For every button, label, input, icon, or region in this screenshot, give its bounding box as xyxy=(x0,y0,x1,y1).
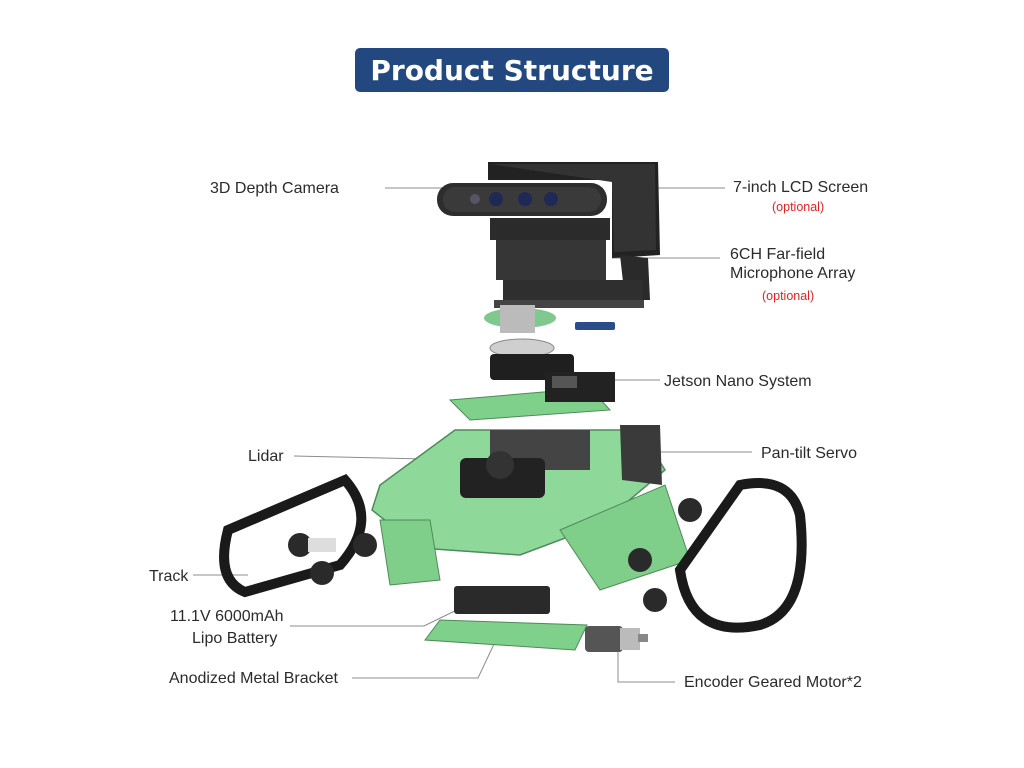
label-lcd-optional: (optional) xyxy=(772,200,825,214)
label-pan-tilt: Pan-tilt Servo xyxy=(761,445,858,462)
battery xyxy=(454,586,550,614)
label-jetson: Jetson Nano System xyxy=(664,373,812,390)
label-battery-line2: Lipo Battery xyxy=(192,630,278,647)
label-battery-line1: 11.1V 6000mAh xyxy=(170,608,284,625)
left-track xyxy=(219,473,367,598)
jetson-board xyxy=(448,372,615,421)
leader-battery xyxy=(290,605,466,627)
left-wheels xyxy=(288,533,377,585)
right-wheels xyxy=(628,498,702,612)
leader-bracket xyxy=(352,641,496,679)
label-track: Track xyxy=(149,568,189,585)
label-lidar: Lidar xyxy=(248,448,284,465)
geared-motor xyxy=(585,626,648,652)
label-bracket: Anodized Metal Bracket xyxy=(169,670,338,687)
page-title: Product Structure xyxy=(355,48,669,92)
right-track xyxy=(674,478,807,633)
leader-motor xyxy=(617,650,675,683)
label-depth-camera: 3D Depth Camera xyxy=(210,180,339,197)
metal-bracket xyxy=(424,619,588,651)
mic-board xyxy=(484,305,615,333)
microphone-mount xyxy=(490,218,644,308)
depth-camera xyxy=(437,183,607,216)
label-motor: Encoder Geared Motor*2 xyxy=(684,674,862,691)
label-mic-line1: 6CH Far-field xyxy=(730,246,826,263)
lidar xyxy=(460,451,545,498)
label-mic-line2: Microphone Array xyxy=(730,265,856,282)
label-lcd-screen: 7-inch LCD Screen xyxy=(733,179,869,196)
label-mic-optional: (optional) xyxy=(762,289,815,303)
